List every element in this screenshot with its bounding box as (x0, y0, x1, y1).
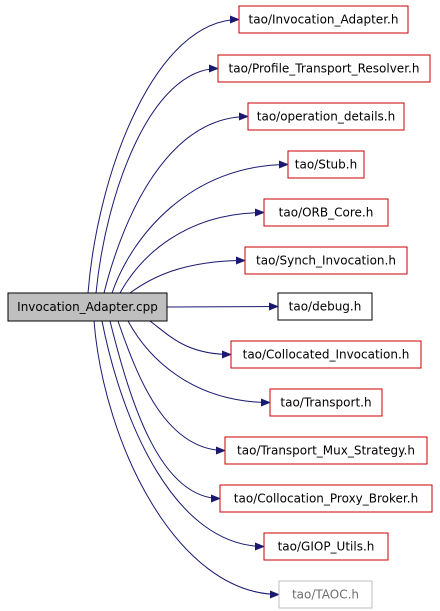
header-node[interactable]: tao/ORB_Core.h (263, 198, 389, 227)
header-node-box (263, 198, 389, 227)
header-node[interactable]: tao/GIOP_Utils.h (263, 532, 389, 561)
root-node-box (7, 292, 168, 322)
dependency-edge (149, 320, 232, 359)
header-node-box (278, 580, 373, 609)
root-node[interactable]: Invocation_Adapter.cpp (7, 292, 168, 322)
header-node[interactable]: tao/debug.h (277, 292, 373, 321)
header-node[interactable]: tao/Collocated_Invocation.h (230, 340, 422, 369)
dependency-edge (95, 64, 219, 294)
root-node-label: Invocation_Adapter.cpp (17, 300, 158, 314)
dependency-edge (119, 208, 265, 294)
header-node-label: tao/Collocation_Proxy_Broker.h (234, 492, 418, 506)
header-node-label: tao/TAOC.h (292, 588, 359, 602)
header-node-box (277, 292, 373, 321)
dependency-edge (117, 320, 226, 455)
dependency-edge (103, 112, 249, 294)
header-node[interactable]: tao/Synch_Invocation.h (244, 246, 408, 275)
header-node-label: tao/Profile_Transport_Resolver.h (229, 62, 420, 76)
header-node-label: tao/GIOP_Utils.h (278, 540, 375, 554)
header-node-box (230, 340, 422, 369)
header-node-box (238, 5, 409, 34)
header-node-label: tao/Transport_Mux_Strategy.h (237, 444, 415, 458)
dependency-edge (127, 320, 271, 407)
header-node-box (217, 54, 431, 83)
header-node-label: tao/ORB_Core.h (279, 206, 374, 220)
header-node[interactable]: tao/Profile_Transport_Resolver.h (217, 54, 431, 83)
header-node-label: tao/operation_details.h (257, 110, 395, 124)
header-node: tao/TAOC.h (278, 580, 373, 609)
header-node-box (247, 102, 405, 131)
header-node[interactable]: tao/operation_details.h (247, 102, 405, 131)
dependency-edge (101, 320, 265, 551)
header-node-label: tao/Collocated_Invocation.h (243, 348, 410, 362)
dependency-edge (87, 15, 240, 294)
header-node-label: tao/Transport.h (280, 396, 371, 410)
header-node-box (263, 532, 389, 561)
dependency-edge (111, 160, 289, 294)
header-node[interactable]: tao/Transport.h (269, 388, 383, 417)
dependency-edge (109, 320, 221, 503)
header-node-box (224, 436, 428, 465)
dependency-edge (129, 256, 246, 294)
header-node-box (287, 150, 365, 179)
header-node-box (219, 484, 433, 513)
header-node-label: tao/debug.h (289, 300, 362, 314)
header-node-box (244, 246, 408, 275)
header-node[interactable]: tao/Transport_Mux_Strategy.h (224, 436, 428, 465)
header-node[interactable]: tao/Collocation_Proxy_Broker.h (219, 484, 433, 513)
dependency-edge (93, 320, 280, 599)
header-node[interactable]: tao/Invocation_Adapter.h (238, 5, 409, 34)
dependency-edge (166, 302, 279, 311)
header-node-box (269, 388, 383, 417)
header-node-label: tao/Synch_Invocation.h (256, 254, 396, 268)
header-node[interactable]: tao/Stub.h (287, 150, 365, 179)
header-node-label: tao/Stub.h (295, 158, 357, 172)
header-node-label: tao/Invocation_Adapter.h (249, 13, 399, 27)
